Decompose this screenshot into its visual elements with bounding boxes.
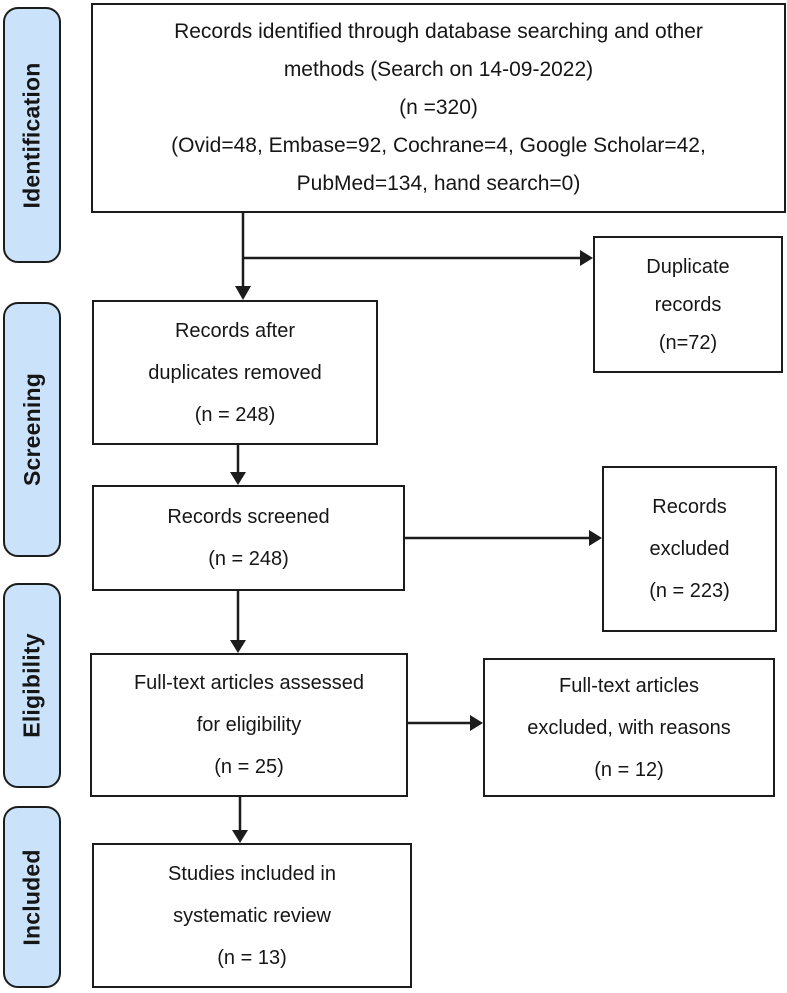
box-records-screened: Records screened (n = 248) xyxy=(92,485,405,591)
box-text-line: methods (Search on 14-09-2022) xyxy=(283,58,594,81)
box-text-line: (n = 25) xyxy=(214,756,284,778)
box-text-line: excluded, with reasons xyxy=(527,716,731,739)
box-fulltext-excluded: Full-text articles excluded, with reason… xyxy=(483,658,775,797)
box-text-line: (n=72) xyxy=(658,331,718,354)
box-text-line: (n =320) xyxy=(399,96,478,119)
box-records-after-duplicates-removed: Records after duplicates removed (n = 24… xyxy=(92,300,378,445)
box-records-excluded: Records excluded (n = 223) xyxy=(602,466,777,632)
stage-label-text: Identification xyxy=(18,62,45,208)
box-studies-included: Studies included in systematic review (n… xyxy=(92,843,412,988)
box-text-line: Duplicate xyxy=(646,255,730,278)
stage-label-eligibility: Eligibility xyxy=(3,583,61,788)
box-text-line: (Ovid=48, Embase=92, Cochrane=4, Google … xyxy=(171,134,706,157)
box-text-line: (n = 248) xyxy=(208,548,289,570)
box-text-line: records xyxy=(654,293,722,316)
box-text-line: (n = 223) xyxy=(649,580,730,602)
stage-label-text: Included xyxy=(18,848,45,946)
arrowhead-down-icon xyxy=(230,640,246,653)
box-text-line: duplicates removed xyxy=(148,361,322,384)
box-text-line: for eligibility xyxy=(196,714,302,736)
box-duplicate-records: Duplicate records (n=72) xyxy=(593,236,783,373)
arrowhead-down-icon xyxy=(232,830,248,843)
box-text-line: Studies included in xyxy=(168,862,336,885)
stage-label-text: Screening xyxy=(18,372,45,487)
box-records-identified: Records identified through database sear… xyxy=(91,3,786,213)
arrowhead-right-icon xyxy=(470,715,483,731)
box-text-line: excluded xyxy=(649,538,730,560)
arrowhead-down-icon xyxy=(230,472,246,485)
box-text-line: PubMed=134, hand search=0) xyxy=(296,172,581,195)
box-text-line: Records after xyxy=(174,319,296,342)
box-text-line: (n = 12) xyxy=(594,758,664,781)
stage-label-text: Eligibility xyxy=(18,633,45,738)
box-text-line: Records xyxy=(652,496,727,518)
box-text-line: Records screened xyxy=(167,506,330,528)
stage-label-identification: Identification xyxy=(3,7,61,263)
box-text-line: Full-text articles assessed xyxy=(133,672,365,694)
box-text-line: systematic review xyxy=(173,904,331,927)
arrowhead-down-icon xyxy=(235,286,251,300)
stage-label-screening: Screening xyxy=(3,302,61,557)
arrowhead-right-icon xyxy=(589,530,602,546)
arrowhead-right-icon xyxy=(580,250,593,266)
stage-label-included: Included xyxy=(3,806,61,988)
box-text-line: Full-text articles xyxy=(558,674,700,697)
box-text-line: (n = 248) xyxy=(194,403,276,426)
box-text-line: (n = 13) xyxy=(217,946,287,969)
box-fulltext-assessed: Full-text articles assessed for eligibil… xyxy=(90,653,408,797)
box-text-line: Records identified through database sear… xyxy=(174,20,703,43)
